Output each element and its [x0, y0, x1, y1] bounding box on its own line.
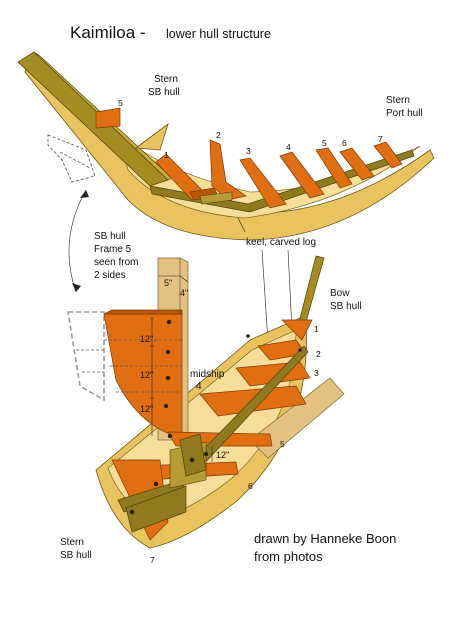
upper-frame-number-3: 3 — [246, 146, 251, 156]
stern-hidden-outline — [47, 134, 96, 183]
label-stern-sb-bottom-line2: SB hull — [60, 550, 92, 561]
lower-frame-number-1: 1 — [314, 324, 319, 334]
label-stern-port-line1: Stern — [386, 95, 410, 106]
upper-frame-number-1: 1 — [164, 150, 169, 160]
bolt — [298, 348, 302, 352]
lower-frame-1 — [281, 319, 313, 341]
lower-frame-number-7: 7 — [150, 555, 155, 565]
label-stern-port-line2: Port hull — [386, 108, 423, 119]
bolt — [167, 433, 173, 439]
upper-frame-7 — [373, 141, 403, 169]
diagram-title: Kaimiloa - — [70, 23, 146, 42]
bolt — [129, 509, 135, 515]
label-midship-line2: 4 — [196, 381, 202, 392]
dim-post-depth: 4" — [180, 288, 188, 298]
stern-end-piece — [134, 122, 169, 151]
upper-frame-6 — [339, 147, 375, 181]
lower-frame-number-3: 3 — [314, 368, 319, 378]
label-midship-line1: midship — [190, 369, 225, 380]
label-stern-sb-bottom-line1: Stern — [60, 537, 84, 548]
frame-note-line4: 2 sides — [94, 270, 126, 281]
frame-5-hidden-side — [67, 311, 105, 402]
bolt — [165, 375, 171, 381]
lower-frame-number-2: 2 — [316, 349, 321, 359]
upper-frame-number-2: 2 — [216, 130, 221, 140]
upper-frame-number-7: 7 — [378, 134, 383, 144]
frame-note-line3: seen from — [94, 257, 138, 268]
label-stern-sb-top-line1: Stern — [154, 74, 178, 85]
label-bow-line2: SB hull — [330, 301, 362, 312]
bolt — [166, 319, 172, 325]
frame-note-line2: Frame 5 — [94, 244, 132, 255]
bolt — [246, 334, 250, 338]
bolt — [203, 451, 209, 457]
upper-hull-drawing — [17, 51, 435, 241]
label-bow-line1: Bow — [330, 288, 350, 299]
bolt — [189, 457, 195, 463]
dim-height-3: 12" — [140, 404, 153, 414]
dim-height-4: 12" — [216, 450, 229, 460]
bolt — [163, 403, 169, 409]
dim-height-2: 12" — [140, 370, 153, 380]
bolt — [165, 349, 171, 355]
label-stern-sb-top-line2: SB hull — [148, 87, 180, 98]
upper-frame-number-stern: 5 — [118, 98, 123, 108]
dim-height-1: 12" — [140, 334, 153, 344]
upper-frame-4 — [279, 151, 325, 199]
upper-frame-2 — [209, 139, 247, 201]
credit-line1: drawn by Hanneke Boon — [254, 531, 396, 546]
connector-arrow — [68, 189, 87, 293]
upper-frame-5 — [315, 147, 353, 189]
upper-frame-number-4: 4 — [286, 142, 291, 152]
label-keel: keel, carved log — [246, 237, 316, 248]
lower-hull-drawing — [67, 255, 345, 549]
upper-frame-3 — [239, 157, 287, 209]
lower-frame-number-5: 5 — [280, 439, 285, 449]
credit-line2: from photos — [254, 549, 323, 564]
bolt — [153, 481, 159, 487]
upper-frame-stern-5 — [95, 107, 121, 129]
upper-stern-post — [17, 51, 169, 187]
upper-frame-number-6: 6 — [342, 138, 347, 148]
upper-frame-number-5: 5 — [322, 138, 327, 148]
diagram-subtitle: lower hull structure — [166, 27, 271, 41]
dim-post-width: 5" — [164, 278, 172, 288]
lower-frame-number-6: 6 — [248, 481, 253, 491]
frame-note-line1: SB hull — [94, 231, 126, 242]
